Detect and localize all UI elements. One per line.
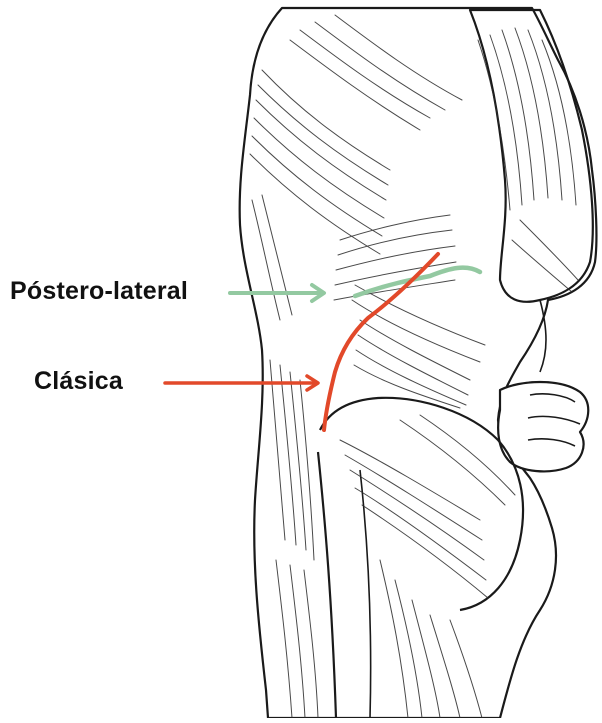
- clasica-label: Clásica: [34, 367, 123, 396]
- posterolateral-label: Póstero-lateral: [10, 277, 188, 306]
- body-outline: [240, 8, 597, 718]
